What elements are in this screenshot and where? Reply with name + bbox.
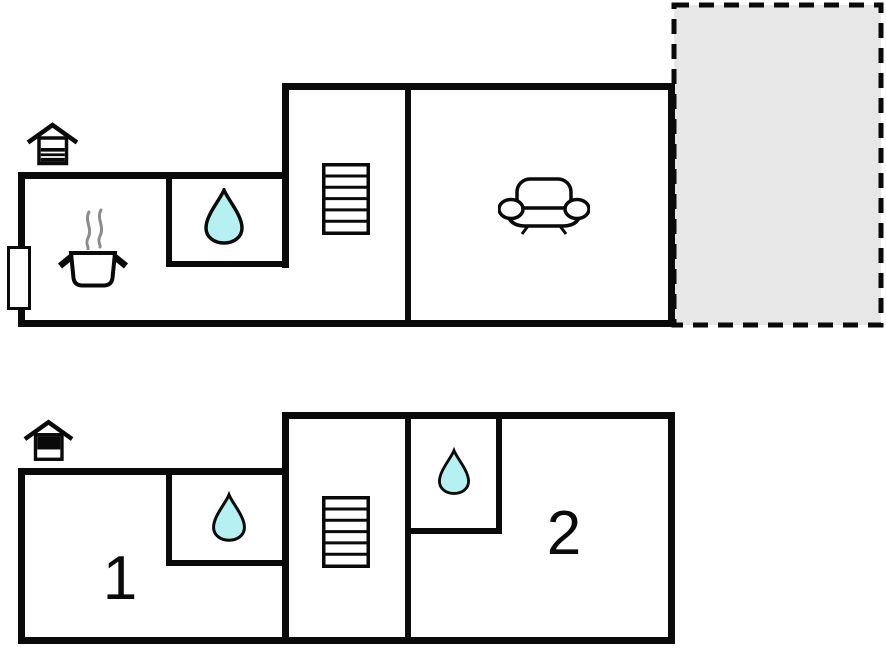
bathroom1-wall-bottom [166, 560, 289, 566]
bathroom-wall-left [166, 174, 172, 267]
house-icon [23, 419, 74, 461]
bathroom2-wall-right [496, 414, 502, 534]
bathroom-wall-bottom [166, 261, 289, 267]
exterior-wall-top-right [282, 83, 675, 90]
exterior-wall-top-left [18, 172, 289, 179]
step-and-bedroom-divider-wall [282, 412, 289, 644]
sofa-icon [498, 177, 590, 235]
water-drop-icon [438, 446, 470, 495]
terrace-area [671, 2, 884, 328]
window [7, 246, 31, 310]
bedroom-1-label: 1 [102, 544, 138, 613]
interior-wall-hall-living [405, 83, 411, 327]
stairs-icon [322, 496, 370, 568]
house-icon [26, 122, 79, 166]
ground-floor-plan [7, 2, 884, 328]
bathroom2-wall-bottom [405, 528, 502, 534]
exterior-wall-bottom [18, 637, 675, 644]
first-floor-plan: 1 2 [0, 340, 886, 652]
water-drop-icon [204, 188, 244, 245]
stairs-icon [322, 163, 370, 235]
cooking-pot-icon [57, 251, 129, 288]
water-drop-icon [212, 490, 246, 542]
step-and-bathroom-right-wall [282, 83, 289, 268]
exterior-wall-right [668, 412, 675, 644]
exterior-wall-right [668, 83, 675, 327]
exterior-wall-top-left [18, 468, 289, 475]
steam-icon [85, 208, 104, 250]
exterior-wall-top-right [282, 412, 675, 419]
bathroom1-wall-left [166, 470, 172, 566]
bedroom-2-label: 2 [546, 499, 582, 568]
exterior-wall-bottom [18, 320, 675, 327]
exterior-wall-left [18, 468, 25, 644]
